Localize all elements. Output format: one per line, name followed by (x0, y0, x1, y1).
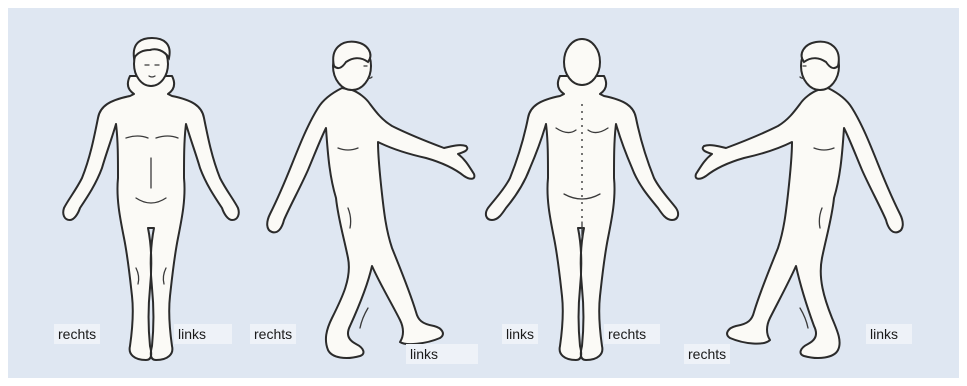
figure-side-left (696, 42, 903, 358)
figure-back (486, 39, 678, 360)
label-back-right: rechts (604, 324, 660, 344)
figure-side-right (267, 42, 474, 358)
label-side-right-right: rechts (250, 324, 296, 344)
label-front-left: links (174, 324, 232, 344)
label-back-left: links (502, 324, 538, 344)
figure-front (63, 38, 239, 360)
label-side-right-left: links (406, 344, 478, 364)
label-front-right: rechts (54, 324, 100, 344)
label-side-left-right: rechts (684, 344, 730, 364)
body-figures (8, 8, 959, 378)
label-side-left-left: links (866, 324, 912, 344)
